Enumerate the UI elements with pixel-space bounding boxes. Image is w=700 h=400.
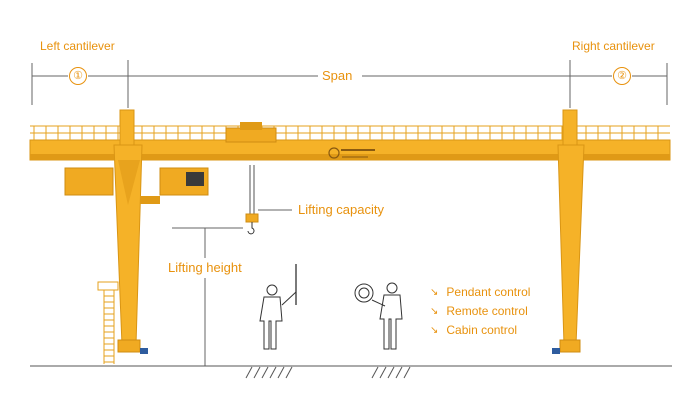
lifting-height-label: Lifting height xyxy=(168,260,242,275)
arrow-icon: ↘ xyxy=(430,286,439,298)
control-item-cabin: ↘ Cabin control xyxy=(430,323,517,337)
left-leg xyxy=(64,109,209,364)
control-label: Cabin control xyxy=(446,323,518,337)
circle-2-label: ② xyxy=(613,67,631,85)
operator-remote xyxy=(354,282,411,379)
dimension-lines xyxy=(31,60,668,108)
arrow-icon: ↘ xyxy=(430,305,439,317)
lifting-capacity-label: Lifting capacity xyxy=(298,202,384,217)
left-cantilever-label: Left cantilever xyxy=(40,39,115,53)
control-label: Remote control xyxy=(446,304,528,318)
right-cantilever-label: Right cantilever xyxy=(572,39,655,53)
control-item-pendant: ↘ Pendant control xyxy=(430,285,530,299)
brand-logo xyxy=(328,146,376,159)
arrow-icon: ↘ xyxy=(430,324,439,336)
lifting-height-lines xyxy=(172,227,243,366)
span-label: Span xyxy=(322,68,353,83)
right-leg xyxy=(552,109,585,354)
operator-pendant xyxy=(245,264,297,379)
control-item-remote: ↘ Remote control xyxy=(430,304,528,318)
circle-1-label: ① xyxy=(69,67,87,85)
control-label: Pendant control xyxy=(446,285,531,299)
hook xyxy=(245,165,292,235)
